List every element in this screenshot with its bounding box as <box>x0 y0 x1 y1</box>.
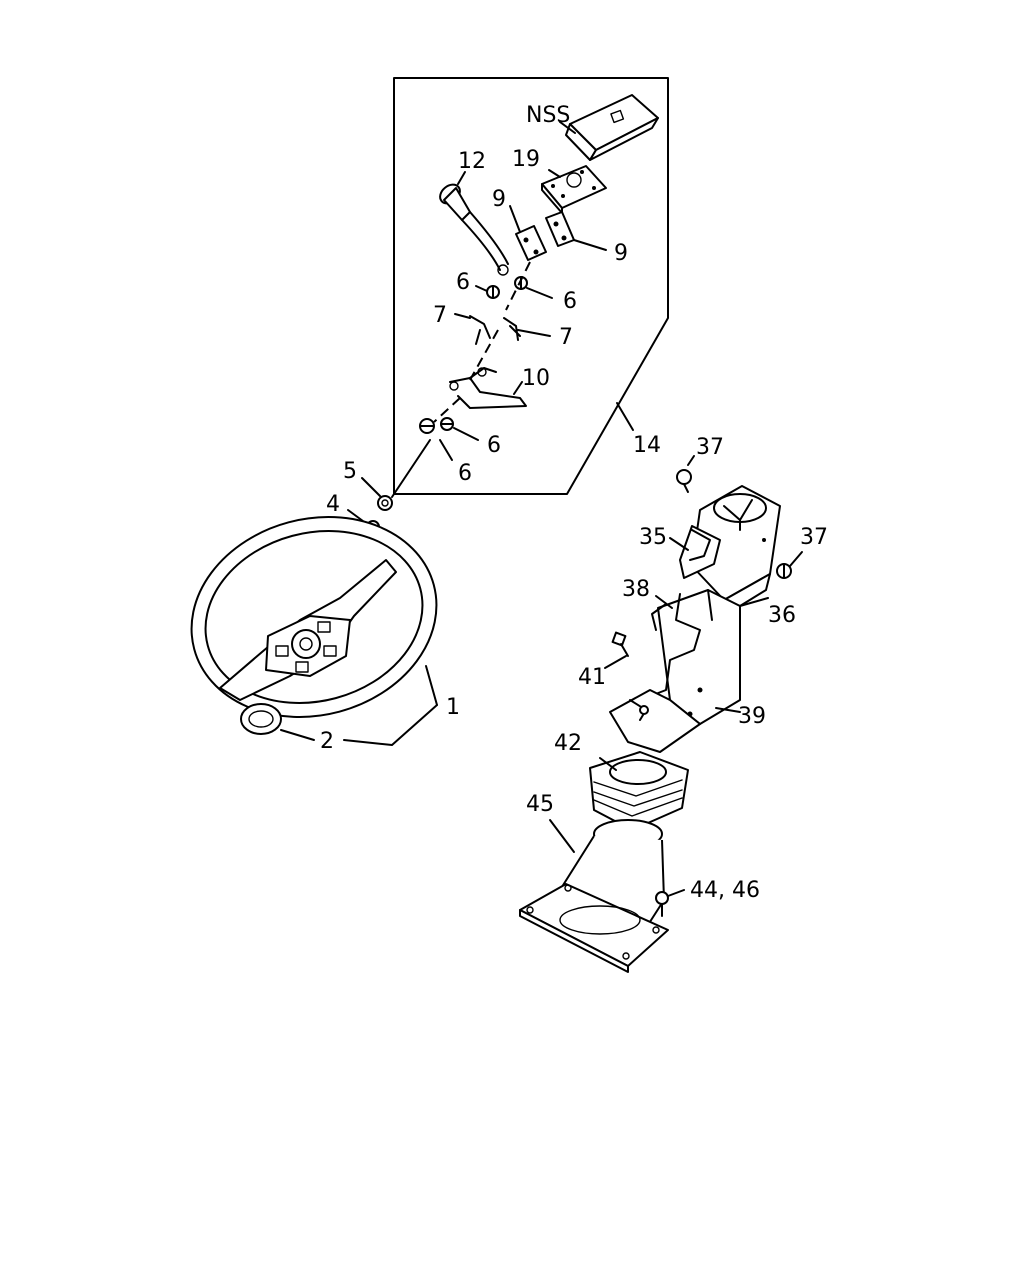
boot-base-part <box>519 819 669 973</box>
callout-9-right: 9 <box>614 241 628 266</box>
callout-4: 4 <box>326 492 340 517</box>
callout-7-right: 7 <box>559 325 573 350</box>
combination-switch-lever-part <box>439 171 509 276</box>
nss-cover-part <box>559 94 659 161</box>
screw-part <box>676 455 695 493</box>
bolt-part <box>655 889 685 917</box>
screw-part <box>514 276 553 299</box>
callout-6-upper-right: 6 <box>563 289 577 314</box>
callout-7-left: 7 <box>433 303 447 328</box>
callout-42: 42 <box>554 731 582 756</box>
steering-wheel-part <box>190 516 438 718</box>
callout-44-46: 44, 46 <box>690 878 760 903</box>
screw-part <box>475 285 500 299</box>
callout-9-left: 9 <box>492 187 506 212</box>
horn-cap-part <box>240 703 315 741</box>
column-support-part <box>639 589 741 725</box>
callout-41: 41 <box>578 665 606 690</box>
callout-45: 45 <box>526 792 554 817</box>
callout-6-lower-right: 6 <box>487 433 501 458</box>
bolt-part <box>604 631 629 669</box>
switch-bracket-part <box>509 205 547 261</box>
screw-part <box>440 417 479 441</box>
column-lower-bracket-part <box>609 689 741 753</box>
lower-bracket-part <box>449 367 527 409</box>
callout-2: 2 <box>320 729 334 754</box>
screw-part <box>776 551 803 579</box>
callout-nss: NSS <box>526 103 570 128</box>
callout-10: 10 <box>522 366 550 391</box>
callout-12: 12 <box>458 149 486 174</box>
mounting-plate-part <box>541 165 607 214</box>
upper-column-cover-part <box>669 485 781 601</box>
switch-bracket-part-right <box>545 211 607 251</box>
clip-part <box>454 313 491 345</box>
column-centerline <box>433 261 531 423</box>
callout-5: 5 <box>343 459 357 484</box>
callout-39: 39 <box>738 704 766 729</box>
dust-boot-part <box>589 751 689 831</box>
callout-35: 35 <box>639 525 667 550</box>
callout-38: 38 <box>622 577 650 602</box>
steering-nut-part <box>361 439 431 511</box>
leader-items-1-2 <box>343 704 438 746</box>
callout-6-lower-left: 6 <box>458 461 472 486</box>
callout-1: 1 <box>446 695 460 720</box>
callout-6-upper-left: 6 <box>456 270 470 295</box>
callout-37-top: 37 <box>696 435 724 460</box>
callout-14: 14 <box>633 433 661 458</box>
callout-19: 19 <box>512 147 540 172</box>
callout-37-right: 37 <box>800 525 828 550</box>
callout-36: 36 <box>768 603 796 628</box>
clip-part-right <box>503 317 551 341</box>
screw-part <box>419 418 453 461</box>
column-switch-assembly-boundary <box>393 77 669 495</box>
